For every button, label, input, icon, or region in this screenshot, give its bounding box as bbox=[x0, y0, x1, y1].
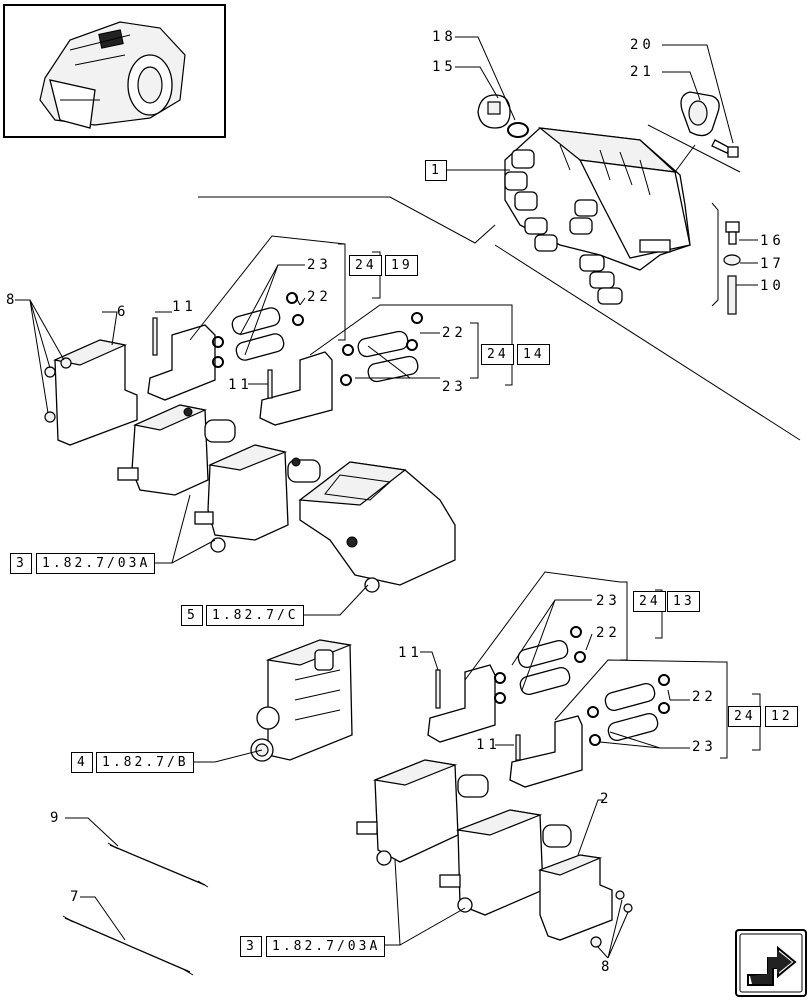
ref-box-5-link[interactable]: 1.82.7/C bbox=[206, 605, 304, 626]
ref-box-5-number[interactable]: 5 bbox=[181, 605, 203, 626]
ref-box-4-link[interactable]: 1.82.7/B bbox=[96, 752, 194, 773]
shield-bracket-upper-b-icon bbox=[259, 351, 333, 426]
ref-box-24-lower-a[interactable]: 24 bbox=[633, 591, 666, 612]
ref-box-1[interactable]: 1 bbox=[425, 160, 447, 181]
valve-section-upper-left-b bbox=[194, 444, 321, 553]
callout-23-lower-a: 23 bbox=[596, 593, 621, 609]
spool-pair-upper-b-icon bbox=[357, 330, 419, 383]
callout-8-upper: 8 bbox=[6, 292, 19, 308]
callout-23-upper-b: 23 bbox=[442, 379, 467, 395]
callout-22-upper-b: 22 bbox=[442, 325, 467, 341]
end-plate-item-6-icon bbox=[44, 339, 138, 446]
callout-2: 2 bbox=[600, 791, 613, 807]
callout-8-lower: 8 bbox=[601, 959, 614, 975]
callout-21: 21 bbox=[630, 64, 655, 80]
callout-22-lower-b: 22 bbox=[692, 689, 717, 705]
callout-11-upper-b: 11 bbox=[228, 377, 253, 393]
ref-box-13[interactable]: 13 bbox=[667, 591, 700, 612]
cap-item-15-icon bbox=[477, 94, 511, 129]
ref-box-4-number[interactable]: 4 bbox=[71, 752, 93, 773]
screw-item-11-upper-b-icon bbox=[267, 369, 273, 399]
ref-box-19[interactable]: 19 bbox=[385, 255, 418, 276]
ref-box-3-upper-link[interactable]: 1.82.7/03A bbox=[36, 553, 156, 574]
callout-9: 9 bbox=[50, 810, 63, 826]
ref-box-24-upper-a[interactable]: 24 bbox=[349, 255, 382, 276]
next-page-arrow-icon[interactable] bbox=[735, 929, 807, 997]
screw-item-11-upper-a-icon bbox=[152, 317, 158, 356]
valve-section-upper-left-a bbox=[117, 404, 236, 496]
callout-7: 7 bbox=[70, 889, 83, 905]
callout-15: 15 bbox=[432, 59, 457, 75]
spool-pair-upper-a-icon bbox=[231, 307, 285, 361]
spool-pair-lower-a-icon bbox=[517, 639, 571, 696]
main-valve-assembly bbox=[504, 127, 691, 305]
callout-11-lower-a: 11 bbox=[398, 645, 423, 661]
callout-11-lower-b: 11 bbox=[476, 737, 501, 753]
ref-box-24-upper-b[interactable]: 24 bbox=[481, 344, 514, 365]
callout-10: 10 bbox=[760, 278, 785, 294]
bolt-item-20-icon bbox=[711, 139, 739, 158]
spool-pair-lower-b-icon bbox=[604, 682, 659, 742]
ref-box-24-lower-b[interactable]: 24 bbox=[728, 706, 761, 727]
washer-item-17-icon bbox=[723, 254, 741, 266]
stud-item-10-icon bbox=[727, 275, 737, 315]
screw-item-11-lower-b-icon bbox=[515, 734, 521, 761]
inlet-cover-assembly bbox=[298, 461, 456, 593]
callout-23-lower-b: 23 bbox=[692, 739, 717, 755]
shield-bracket-lower-b-icon bbox=[509, 715, 583, 788]
ref-box-3-lower-number[interactable]: 3 bbox=[240, 936, 262, 957]
ref-box-14[interactable]: 14 bbox=[517, 344, 550, 365]
bolt-item-16-icon bbox=[725, 221, 740, 245]
shield-bracket-lower-a-icon bbox=[427, 664, 496, 743]
cover-plate-item-21-icon bbox=[680, 91, 720, 137]
shield-bracket-upper-a-icon bbox=[147, 324, 216, 401]
callout-17: 17 bbox=[760, 256, 785, 272]
valve-section-ref-4-icon bbox=[250, 639, 353, 762]
screw-item-11-lower-a-icon bbox=[435, 669, 441, 709]
valve-section-lower-b bbox=[439, 809, 572, 916]
callout-11-upper-a: 11 bbox=[172, 299, 197, 315]
ref-box-12[interactable]: 12 bbox=[765, 706, 798, 727]
ref-box-3-upper-number[interactable]: 3 bbox=[10, 553, 32, 574]
callout-6: 6 bbox=[117, 304, 130, 320]
tie-rod-item-7-icon bbox=[62, 915, 194, 976]
o-ring-item-18-icon bbox=[507, 122, 529, 138]
callout-22-lower-a: 22 bbox=[596, 625, 621, 641]
tie-rod-item-9-icon bbox=[107, 842, 209, 888]
callout-22-upper-a: 22 bbox=[307, 289, 332, 305]
callout-20: 20 bbox=[630, 37, 655, 53]
callout-23-upper-a: 23 bbox=[307, 257, 332, 273]
callout-16: 16 bbox=[760, 233, 785, 249]
end-plate-item-2-icon bbox=[537, 854, 633, 948]
locator-thumbnail-icon bbox=[3, 4, 226, 138]
ref-box-3-lower-link[interactable]: 1.82.7/03A bbox=[266, 936, 386, 957]
callout-18: 18 bbox=[432, 29, 457, 45]
